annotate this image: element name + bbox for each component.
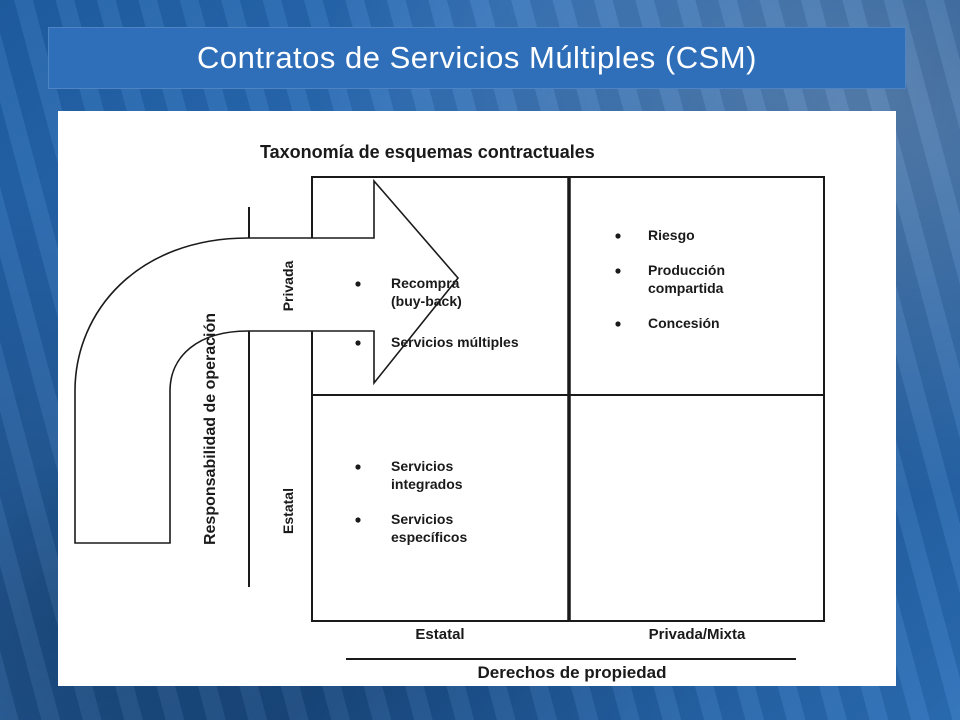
diagram-svg: Taxonomía de esquemas contractuales Resp… [74,142,825,682]
quadrant-top-left: Recompra (buy-back) Servicios múltiples [355,275,519,350]
column-label-privada-mixta: Privada/Mixta [649,626,746,643]
bullet-dot [615,233,621,239]
y-axis-label: Responsabilidad de operación [202,313,219,545]
slide-title: Contratos de Servicios Múltiples (CSM) [197,40,757,75]
row-label-estatal: Estatal [280,488,296,534]
bullet-dot [355,464,361,470]
bullet-dot [615,321,621,327]
quadrant-item-text: Concesión [648,315,720,331]
quadrant-item-text: Recompra [391,275,460,291]
diagram-figure: Taxonomía de esquemas contractuales Resp… [58,111,896,686]
bullet-dot [355,517,361,523]
curved-arrow [74,178,460,544]
quadrant-item-text: Riesgo [648,227,695,243]
x-axis-label: Derechos de propiedad [478,663,667,682]
quadrant-item-text: Servicios [391,458,453,474]
quadrant-item-text: compartida [648,280,724,296]
quadrant-item-text: específicos [391,529,467,545]
bullet-dot [355,281,361,287]
quadrant-item-text: Producción [648,262,725,278]
quadrant-item-text: Servicios [391,511,453,527]
row-label-privada: Privada [280,260,296,311]
title-bar: Contratos de Servicios Múltiples (CSM) [48,27,906,89]
quadrant-item-text: integrados [391,476,463,492]
diagram-caption: Taxonomía de esquemas contractuales [260,142,595,162]
bullet-dot [355,340,361,346]
bullet-dot [615,268,621,274]
quadrant-item-text: Servicios múltiples [391,334,519,350]
column-label-estatal: Estatal [415,626,464,643]
quadrant-item-text: (buy-back) [391,293,462,309]
